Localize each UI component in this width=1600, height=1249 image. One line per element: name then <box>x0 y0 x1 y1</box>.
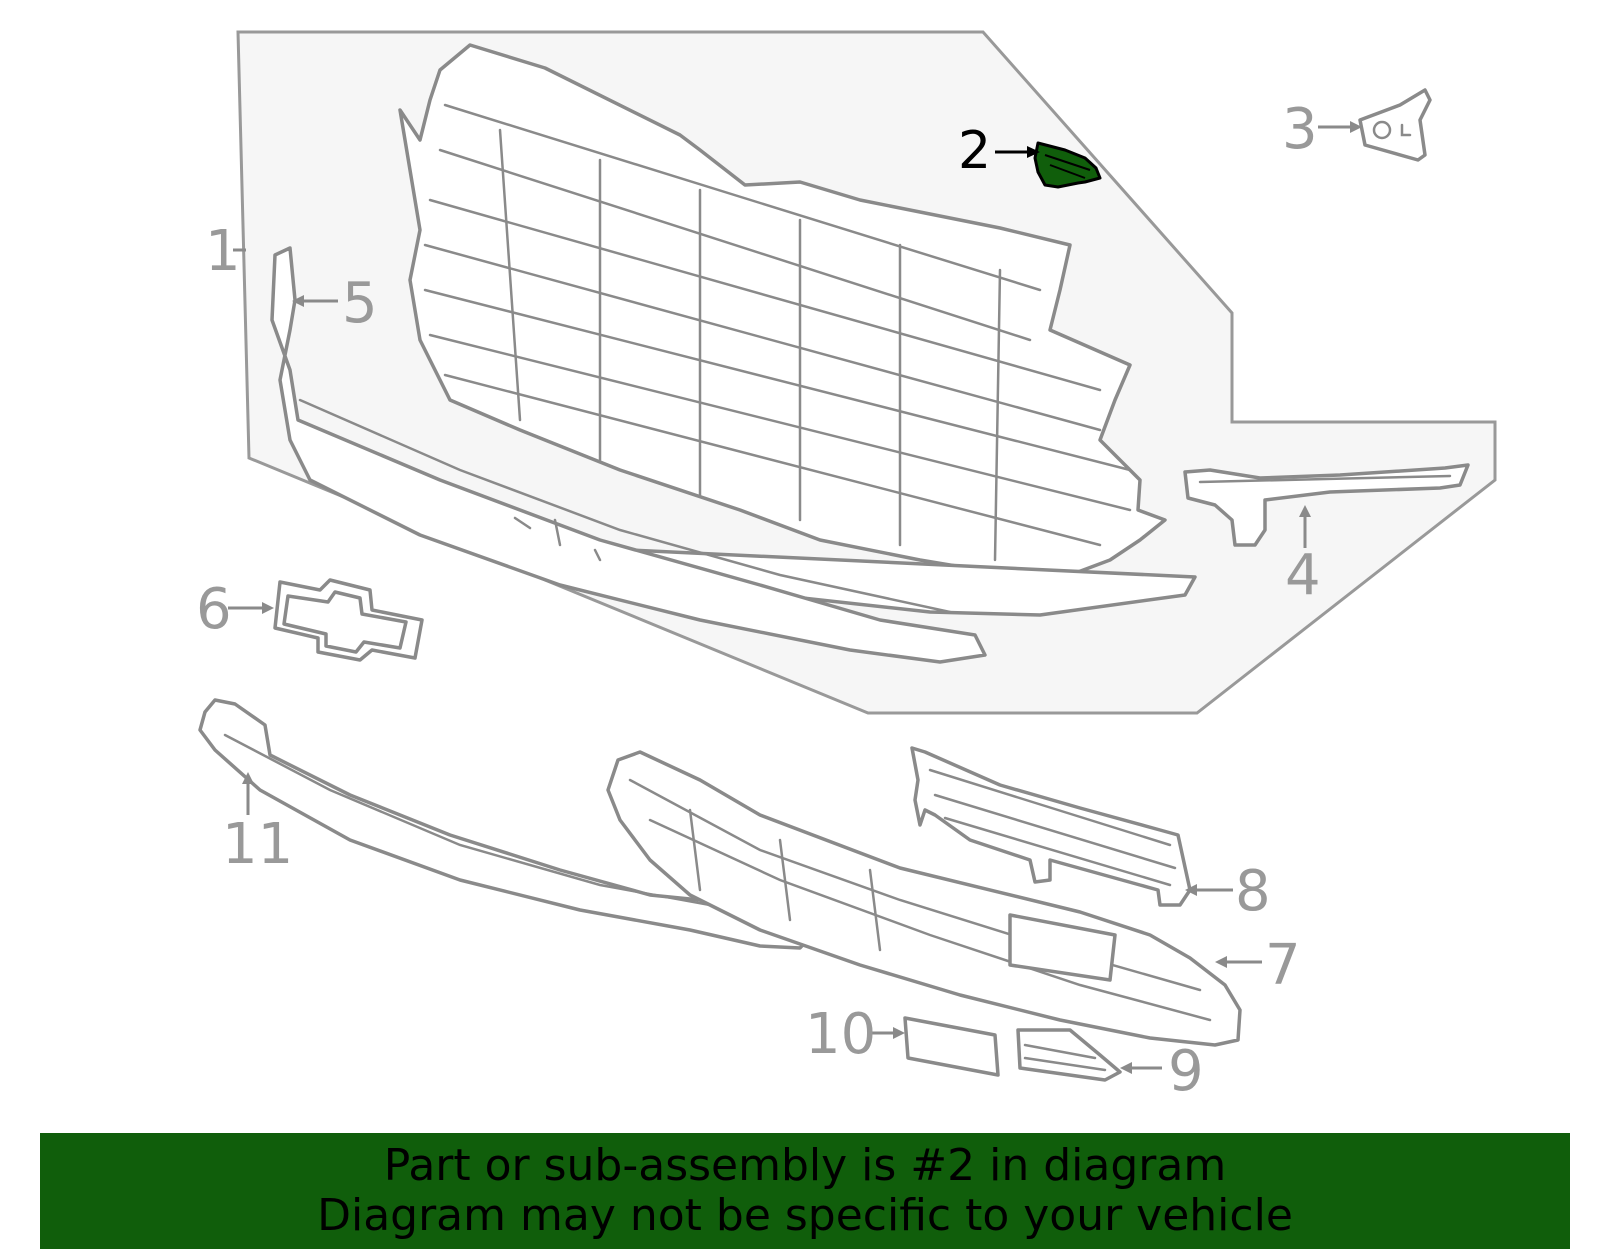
lower-grille-part-7 <box>606 750 1242 1047</box>
callout-label-3: 3 <box>1282 97 1318 162</box>
callout-label-5: 5 <box>342 271 378 336</box>
callout-label-1: 1 <box>205 219 241 284</box>
callout-label-10: 10 <box>805 1002 876 1067</box>
callout-arrows <box>228 121 1362 1074</box>
banner-line-2: Diagram may not be specific to your vehi… <box>317 1190 1293 1241</box>
callout-label-6: 6 <box>196 577 232 642</box>
trim-strip-part <box>270 246 987 664</box>
banner-line-1: Part or sub-assembly is #2 in diagram <box>383 1140 1227 1191</box>
info-banner: Part or sub-assembly is #2 in diagram Di… <box>40 1133 1570 1249</box>
cover-part-10 <box>903 1016 1000 1077</box>
callout-label-9: 9 <box>1168 1039 1204 1104</box>
bracket-part-4 <box>1183 463 1470 547</box>
callout-label-7: 7 <box>1265 933 1301 998</box>
grille-part <box>398 43 1197 617</box>
callout-label-2: 2 <box>958 121 991 181</box>
trim-part-9 <box>1016 1028 1122 1082</box>
callout-label-11: 11 <box>222 812 293 877</box>
emblem-part-6 <box>273 578 424 662</box>
callout-label-8: 8 <box>1235 859 1271 924</box>
bracket-part-3 <box>1358 88 1432 162</box>
highlighted-part-2 <box>1033 141 1102 189</box>
callout-label-4: 4 <box>1285 543 1321 608</box>
grille-insert-part-8 <box>910 746 1192 907</box>
